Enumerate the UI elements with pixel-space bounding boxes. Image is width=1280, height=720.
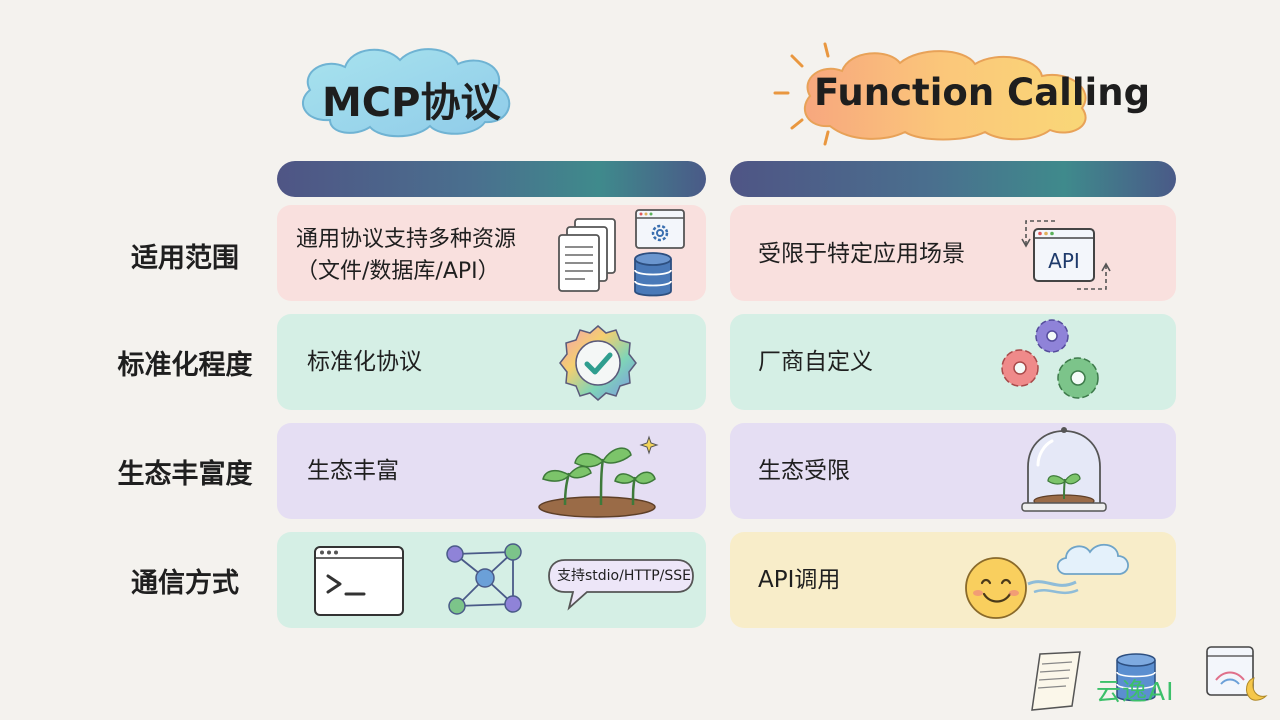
row-label-standardization: 标准化程度 <box>117 350 253 381</box>
function-calling-communication-cell: API调用 <box>730 532 1176 628</box>
moon-icon <box>1246 677 1268 701</box>
verified-badge-icon <box>559 325 637 401</box>
function-calling-scope-cell: 受限于特定应用场景 API <box>730 205 1176 301</box>
function-calling-header-cloud <box>773 42 1087 146</box>
function-calling-column-bar <box>730 161 1176 197</box>
settings-window-icon <box>635 209 685 249</box>
function-calling-ecosystem-cell: 生态受限 <box>730 423 1176 519</box>
cloud-icon <box>1027 543 1129 595</box>
mcp-standardization-text: 标准化协议 <box>307 349 422 375</box>
function-calling-scope-text: 受限于特定应用场景 <box>758 241 965 267</box>
function-calling-communication-text: API调用 <box>758 567 841 593</box>
documents-icon <box>558 218 616 292</box>
gears-icon <box>1001 319 1099 399</box>
speech-bubble-icon <box>548 559 694 611</box>
watermark-database-icon <box>1116 653 1156 702</box>
svg-text:API: API <box>1048 249 1080 273</box>
function-calling-header-title: Function Calling <box>814 71 1151 114</box>
smiley-icon <box>965 557 1027 619</box>
mcp-column-bar <box>277 161 706 197</box>
mcp-header-cloud <box>301 48 511 138</box>
function-calling-standardization-text: 厂商自定义 <box>758 349 873 375</box>
function-calling-ecosystem-text: 生态受限 <box>758 458 850 484</box>
terminal-icon <box>314 546 404 616</box>
mcp-standardization-cell: 标准化协议 <box>277 314 706 410</box>
database-icon <box>634 252 672 297</box>
sprouts-icon <box>538 435 659 518</box>
mcp-header-title: MCP协议 <box>322 80 501 126</box>
mcp-communication-cell: 支持stdio/HTTP/SSE <box>277 532 706 628</box>
wifi-window-icon <box>1206 646 1254 696</box>
terrarium-icon <box>1021 427 1107 512</box>
watermark-text: 云逸AI <box>1096 677 1175 706</box>
network-graph-icon <box>446 543 522 615</box>
api-window-icon: API <box>1021 220 1111 290</box>
mcp-scope-cell: 通用协议支持多种资源 （文件/数据库/API） <box>277 205 706 301</box>
speech-bubble-text: 支持stdio/HTTP/SSE <box>557 568 692 584</box>
mcp-scope-text-2: （文件/数据库/API） <box>296 259 500 284</box>
mcp-ecosystem-cell: 生态丰富 <box>277 423 706 519</box>
mcp-ecosystem-text: 生态丰富 <box>307 458 399 484</box>
row-label-ecosystem: 生态丰富度 <box>117 459 253 490</box>
function-calling-standardization-cell: 厂商自定义 <box>730 314 1176 410</box>
row-label-communication: 通信方式 <box>131 568 239 599</box>
scroll-icon <box>1031 651 1081 711</box>
row-label-scope: 适用范围 <box>131 243 239 274</box>
mcp-scope-text-1: 通用协议支持多种资源 <box>296 227 517 252</box>
